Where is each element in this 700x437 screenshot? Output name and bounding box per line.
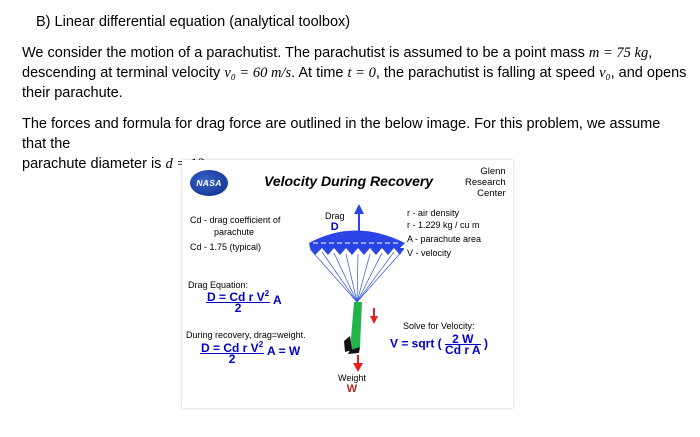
drag-equation: D = Cd r V2 2 A	[206, 289, 282, 315]
section-heading: B) Linear differential equation (analyti…	[36, 14, 351, 30]
solve-label: Solve for Velocity:	[403, 321, 475, 331]
text: descending at terminal velocity	[22, 65, 225, 81]
fraction-denominator: 2	[228, 352, 236, 366]
suspension-lines	[309, 248, 405, 303]
drag-figure: NASA Velocity During Recovery Glenn Rese…	[182, 160, 513, 408]
fraction-numerator: D = Cd r V2	[206, 289, 271, 304]
parachutist	[344, 302, 362, 354]
recovery-equation: D = Cd r V2 2 A = W	[200, 340, 301, 366]
eq-rhs: A = W	[267, 344, 301, 359]
cd-definition: Cd - drag coefficient of parachute Cd - …	[190, 214, 280, 253]
text: . At time	[291, 65, 348, 81]
r-line: r - air density	[407, 208, 460, 218]
figure-title: Velocity During Recovery	[264, 173, 434, 189]
v0-symbol: v₀	[599, 65, 611, 81]
drag-equation-label: Drag Equation:	[188, 280, 249, 290]
org-line: Research	[465, 177, 506, 188]
side-arrow	[370, 308, 378, 324]
solve-fraction: 2 W Cd r A	[445, 333, 481, 357]
nasa-logo: NASA	[190, 170, 228, 196]
eq-lhs: D = Cd r V	[207, 290, 265, 304]
fraction-numerator: D = Cd r V2	[200, 340, 265, 355]
recovery-label: During recovery, drag=weight.	[186, 330, 306, 340]
weight-arrow	[353, 355, 363, 372]
text: their parachute.	[22, 85, 123, 101]
variable-definitions: r - air density r - 1.229 kg / cu m A - …	[407, 207, 481, 259]
org-line: Center	[477, 188, 506, 199]
solve-equation: V = sqrt ( 2 W Cd r A )	[390, 333, 488, 357]
parachute-diagram	[309, 204, 405, 372]
recovery-fraction: D = Cd r V2 2	[200, 340, 265, 366]
drag-symbol: D	[330, 221, 339, 233]
cd-line: Cd - 1.75 (typical)	[190, 242, 262, 252]
drag-label: Drag	[325, 211, 345, 221]
mass-expression: m = 75 kg	[588, 45, 649, 61]
terminal-velocity-expression: v₀ = 60 m/s	[224, 65, 292, 81]
fraction-numerator: 2 W	[445, 333, 481, 345]
org-line: Glenn	[480, 166, 506, 177]
eq-area: A	[273, 293, 282, 308]
drag-label-block: Drag D	[325, 211, 345, 233]
text: ,	[648, 45, 653, 61]
weight-label-block: Weight W	[338, 373, 366, 395]
cd-line: Cd - drag coefficient of	[190, 215, 281, 225]
weight-symbol: W	[346, 383, 358, 395]
weight-label: Weight	[338, 373, 366, 383]
paragraph-problem-statement: We consider the motion of a parachutist.…	[22, 43, 687, 103]
glenn-research-center: Glenn Research Center	[465, 166, 506, 199]
drag-equation-fraction: D = Cd r V2 2	[206, 289, 271, 315]
time-expression: t = 0	[347, 65, 376, 81]
v-line: V - velocity	[407, 248, 452, 258]
fraction-denominator: 2	[234, 301, 242, 315]
fraction-denominator: Cd r A	[445, 343, 481, 357]
eq-lhs: D = Cd r V	[201, 341, 259, 355]
exponent: 2	[258, 340, 264, 349]
parachute-canopy	[309, 230, 405, 255]
a-line: A - parachute area	[407, 234, 482, 244]
r-line: r - 1.229 kg / cu m	[407, 220, 480, 230]
text: , and opens	[610, 65, 687, 81]
cd-line: parachute	[214, 227, 255, 237]
text: , the parachutist is falling at speed	[375, 65, 600, 81]
text: We consider the motion of a parachutist.…	[22, 45, 589, 61]
solve-lhs: V = sqrt (	[390, 336, 442, 351]
text: parachute diameter is	[22, 156, 166, 172]
solve-rhs: )	[483, 336, 488, 351]
text: The forces and formula for drag force ar…	[22, 116, 661, 152]
exponent: 2	[264, 289, 270, 298]
